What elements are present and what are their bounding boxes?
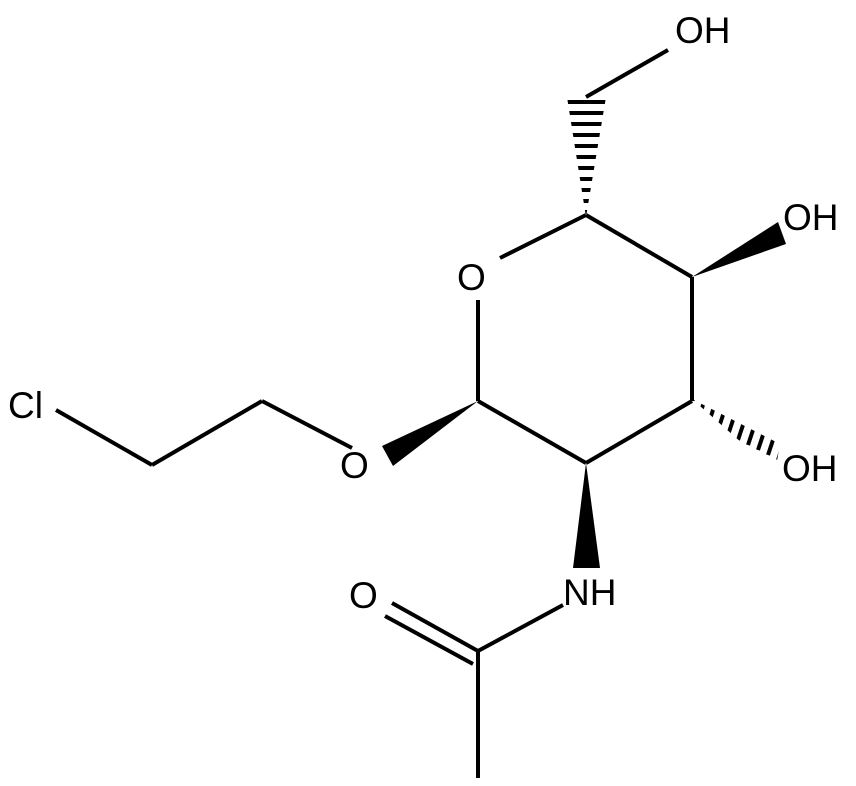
- chlorine-label: Cl: [8, 385, 43, 426]
- bond-carbonyl-double-1: [391, 601, 479, 653]
- wedge-c2-nh: [573, 463, 600, 568]
- bond-c5-c4: [584, 213, 694, 279]
- bond-nh-carbonyl-c: [477, 603, 564, 653]
- glycosidic-oxygen-label: O: [340, 445, 369, 486]
- hydroxyl-c4-label: OH: [783, 197, 839, 238]
- hashed-wedge-c3-oh: [692, 399, 780, 461]
- bond-o5-c5: [499, 213, 587, 260]
- bond-c3-c2: [584, 399, 694, 465]
- bond-carbonyl-double-2: [384, 614, 474, 666]
- bond-c2-c1: [477, 399, 587, 465]
- bond-c6-o6: [585, 48, 669, 99]
- wedge-c1-o1: [382, 401, 478, 466]
- bond-o1-ch2: [261, 399, 353, 450]
- hydroxyl-c6-label: OH: [675, 10, 731, 51]
- hashed-wedge-c5-c6: [567, 100, 606, 214]
- carbonyl-oxygen-label: O: [349, 575, 378, 616]
- bond-ch2-cl: [55, 408, 153, 467]
- bond-ch2-ch2: [150, 399, 264, 467]
- ring-oxygen-label: O: [457, 257, 486, 298]
- amide-nitrogen-label: NH: [563, 572, 616, 613]
- wedge-c4-oh: [692, 222, 786, 277]
- hydroxyl-c3-label: OH: [782, 448, 838, 489]
